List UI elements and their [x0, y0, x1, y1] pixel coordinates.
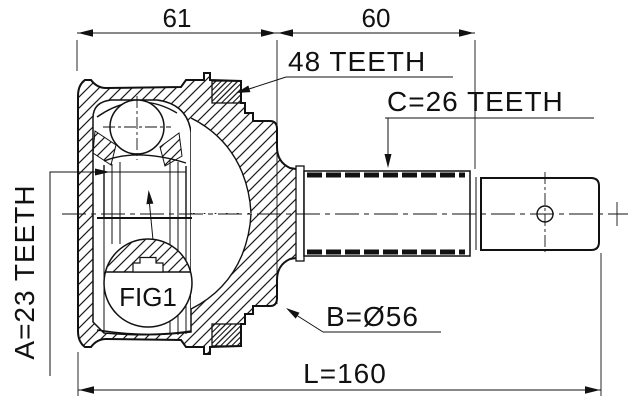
dimension-housing-width: 61	[76, 3, 277, 71]
fig1-detail-circle: FIG1	[103, 238, 193, 328]
inner-race	[97, 154, 192, 219]
dimension-total-length: L=160	[77, 253, 602, 396]
callout-outer-spline-teeth: C=26 TEETH	[384, 86, 594, 168]
fig1-leader	[149, 203, 154, 241]
outer-diameter-label: B=Ø56	[326, 301, 419, 332]
shaft	[295, 165, 618, 262]
fig1-label: FIG1	[119, 282, 177, 312]
race-track-upper	[191, 118, 251, 213]
dim-60-label: 60	[362, 3, 391, 33]
dim-61-label: 61	[163, 3, 192, 33]
outer-spline-teeth-label: C=26 TEETH	[387, 86, 564, 117]
ball-crosshair	[103, 96, 171, 160]
race-track-upper-edge	[190, 117, 252, 214]
callout-abs-ring-teeth: 48 TEETH	[236, 46, 453, 93]
spline-section	[303, 170, 471, 257]
race-track-lower	[191, 214, 251, 309]
inner-spline-teeth-label: A=23 TEETH	[9, 184, 40, 359]
fig1-tooth-profile	[132, 256, 164, 273]
callout-inner-spline-teeth: A=23 TEETH	[9, 168, 110, 376]
race-track-lower-edge	[190, 213, 252, 310]
dimension-spline-length: 60	[277, 3, 476, 169]
abs-ring-bottom	[211, 323, 242, 347]
abs-ring-top	[211, 80, 242, 104]
abs-ring-teeth-label: 48 TEETH	[288, 46, 426, 77]
callout-outer-diameter: B=Ø56	[286, 301, 441, 333]
cage-section-left	[92, 130, 117, 166]
total-length-label: L=160	[303, 358, 387, 389]
fig1-arrow	[146, 190, 154, 205]
boot-groove-ridge	[295, 165, 305, 262]
